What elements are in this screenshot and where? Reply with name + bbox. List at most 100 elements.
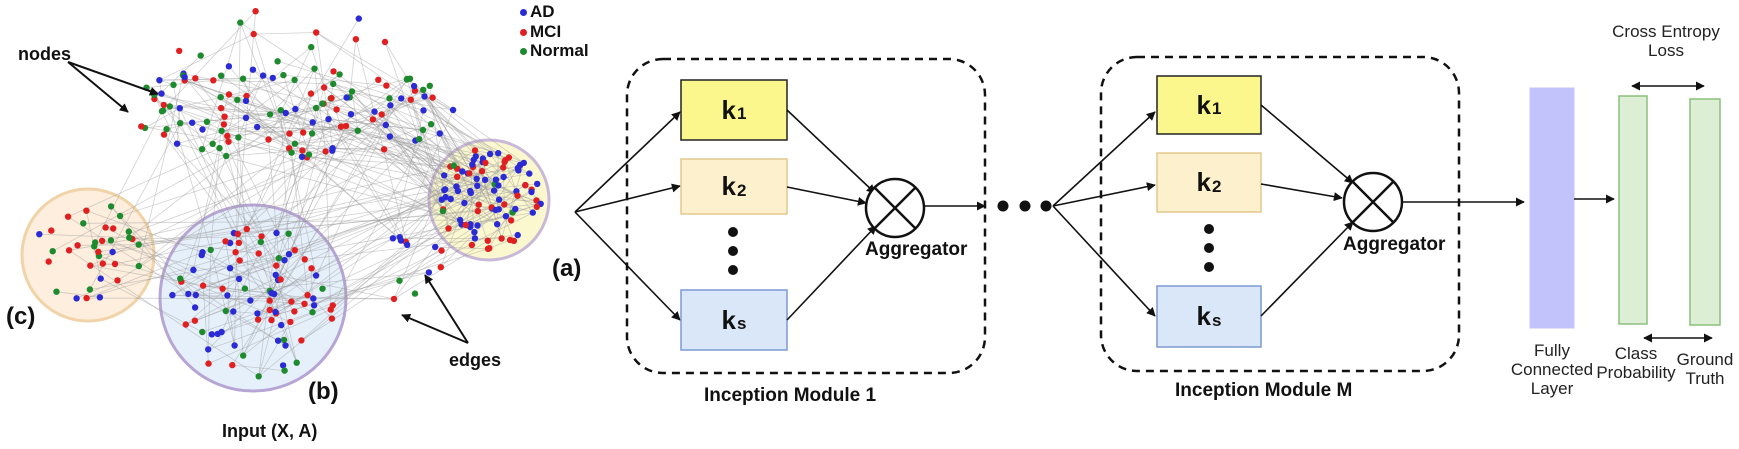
graph-node (99, 260, 107, 267)
graph-node (445, 225, 452, 232)
graph-node (383, 82, 390, 89)
graph-edge (306, 157, 402, 241)
m1-dot-3 (728, 265, 738, 275)
graph-node (208, 331, 215, 338)
graph-edge (415, 140, 457, 187)
graph-edge (181, 198, 451, 283)
graph-node (138, 123, 145, 130)
legend-normal: Normal (520, 41, 589, 61)
graph-node (225, 63, 233, 70)
graph-node (375, 76, 382, 84)
graph-node (277, 107, 284, 114)
graph-edge (234, 22, 241, 346)
graph-nodes (36, 8, 544, 380)
graph-edge (202, 116, 225, 130)
graph-edge (225, 278, 240, 312)
graph-edge (239, 22, 292, 153)
graph-edge (226, 99, 238, 137)
graph-edge (86, 297, 395, 300)
graph-node (156, 77, 163, 84)
graph-node (189, 119, 196, 126)
edges-pointer-arrow-1 (401, 314, 469, 344)
mm-aggregator-symbol (1342, 171, 1404, 233)
graph-node (390, 295, 398, 303)
graph-edge (86, 210, 203, 253)
graph-edge (332, 85, 431, 152)
graph-edge (429, 85, 449, 229)
graph-node (64, 213, 72, 220)
graph-node (181, 74, 188, 81)
cross-entropy-loss-label: Cross Entropy Loss (1596, 22, 1736, 60)
graph-node (381, 38, 389, 46)
fan-m-arrow-k1 (1052, 111, 1156, 207)
mm-k1-text: k (1196, 89, 1211, 120)
graph-edge (268, 118, 329, 140)
graph-edge (410, 99, 445, 191)
graph-node (192, 291, 199, 299)
graph-edge (399, 212, 533, 282)
graph-node (425, 269, 433, 276)
graph-edge (114, 240, 226, 265)
graph-node (454, 173, 461, 180)
graph-edge (229, 78, 411, 244)
graph-edge (393, 166, 451, 300)
mm-k2-to-agg-arrow (1260, 183, 1343, 202)
graph-edge (328, 118, 424, 131)
graph-node (304, 291, 311, 299)
graph-edge (276, 103, 323, 234)
graph-edge (132, 165, 454, 240)
graph-edge (238, 137, 251, 301)
graph-edge (110, 123, 432, 241)
graph-node (135, 262, 142, 270)
graph-node (308, 130, 316, 137)
loss-line-1: Cross Entropy (1612, 22, 1720, 41)
graph-node (176, 47, 183, 55)
graph-node (249, 66, 257, 73)
graph-edge (129, 237, 223, 290)
graph-edge (220, 75, 304, 133)
graph-edge (406, 79, 525, 164)
graph-node (507, 217, 515, 224)
graph-node (235, 275, 243, 283)
graph-edge (242, 78, 269, 140)
graph-node (319, 285, 326, 292)
graph-node (96, 294, 104, 301)
graph-node (281, 257, 288, 264)
graph-edge (332, 150, 458, 170)
graph-edge (439, 133, 455, 166)
graph-node (49, 248, 56, 255)
graph-edge (233, 300, 251, 312)
graph-node (342, 122, 350, 130)
graph-node (83, 207, 90, 214)
graph-edge (328, 118, 424, 131)
graph-edge (129, 74, 340, 239)
graph-edge (288, 148, 317, 276)
graph-edge (154, 94, 476, 157)
graph-node (218, 127, 225, 134)
graph-node (225, 91, 233, 98)
graph-node (533, 203, 540, 210)
fully-connected-layer-label: Fully Connected Layer (1495, 341, 1609, 398)
graph-node (432, 243, 439, 251)
graph-node (234, 230, 242, 238)
graph-edge (233, 232, 308, 296)
cluster-c-circle (20, 187, 156, 323)
graph-edge (237, 99, 408, 246)
graph-node (528, 188, 535, 196)
nodes-pointer-arrow-2 (67, 61, 129, 113)
graph-edge (172, 236, 262, 296)
graph-node (450, 162, 457, 169)
graph-node (173, 140, 181, 147)
graph-edge (400, 219, 461, 241)
graph-edge (424, 96, 504, 178)
graph-node (199, 282, 207, 289)
graph-node (387, 102, 394, 109)
legend-mci: MCI (520, 22, 561, 42)
graph-node (453, 183, 460, 190)
graph-node (482, 159, 489, 167)
graph-node (492, 176, 500, 183)
graph-node (190, 266, 197, 274)
graph-node (355, 15, 362, 22)
